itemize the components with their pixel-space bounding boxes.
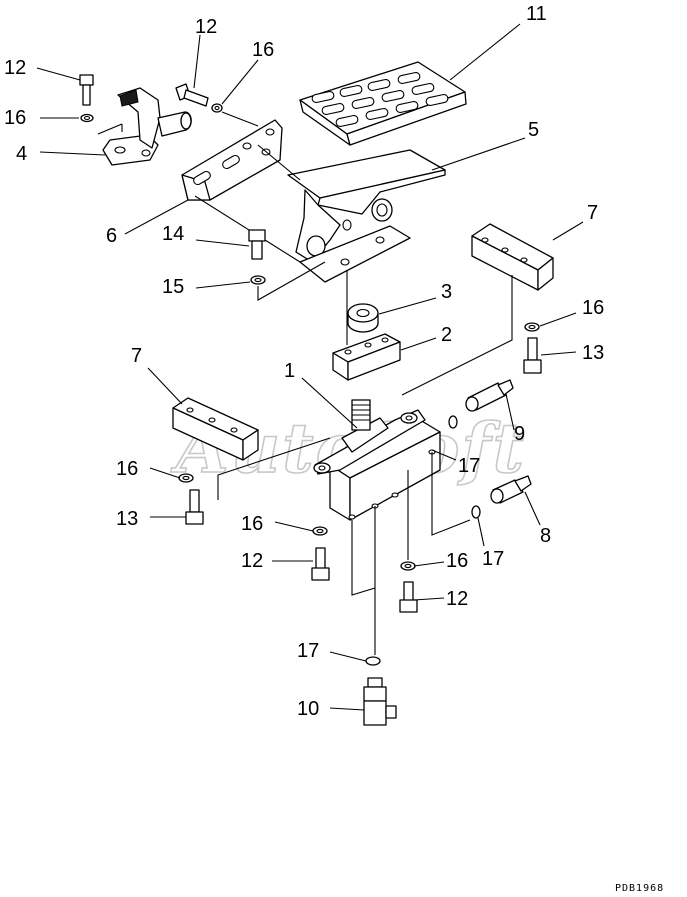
upper-hardware [79, 74, 542, 374]
callout-8: 8 [540, 525, 551, 547]
part-3-bushing [346, 270, 379, 345]
callout-15: 15 [162, 276, 184, 298]
callout-17: 17 [482, 548, 504, 570]
drawing-code: PDB1968 [615, 883, 664, 894]
callout-17: 17 [297, 640, 319, 662]
callout-16: 16 [241, 513, 263, 535]
callout-17: 17 [458, 455, 480, 477]
callout-12: 12 [446, 588, 468, 610]
callout-12: 12 [195, 16, 217, 38]
callout-16: 16 [446, 550, 468, 572]
part-6-plate [181, 119, 283, 201]
callout-labels: 11 12 12 16 16 4 5 6 14 15 7 16 13 3 2 7… [4, 3, 604, 720]
callout-16: 16 [116, 458, 138, 480]
callout-5: 5 [528, 119, 539, 141]
callout-11: 11 [526, 3, 547, 25]
part-1-valve [217, 300, 513, 655]
lower-hardware [178, 473, 418, 666]
callout-14: 14 [162, 223, 184, 245]
part-7-upper-block [471, 223, 554, 300]
callout-13: 13 [582, 342, 604, 364]
part-9-fitting [448, 379, 514, 429]
callout-6: 6 [106, 225, 117, 247]
callout-7: 7 [131, 345, 142, 367]
part-8-fitting [471, 475, 532, 519]
callout-7: 7 [587, 202, 598, 224]
leader-lines [36, 23, 584, 711]
callout-16: 16 [4, 107, 26, 129]
callout-16: 16 [582, 297, 604, 319]
callout-3: 3 [441, 281, 452, 303]
callout-13: 13 [116, 508, 138, 530]
callout-4: 4 [16, 143, 27, 165]
part-11-pedal-pad [299, 61, 467, 146]
callout-12: 12 [4, 57, 26, 79]
part-10-sensor [363, 677, 397, 726]
callout-9: 9 [514, 423, 525, 445]
callout-10: 10 [297, 698, 319, 720]
callout-2: 2 [441, 324, 452, 346]
callout-16: 16 [252, 39, 274, 61]
part-7-left-block [172, 397, 259, 461]
callout-12: 12 [241, 550, 263, 572]
part-5-pedal-arm [194, 144, 446, 283]
callout-1: 1 [284, 360, 295, 382]
part-4-bracket [97, 87, 192, 166]
part-2-block [332, 333, 401, 381]
